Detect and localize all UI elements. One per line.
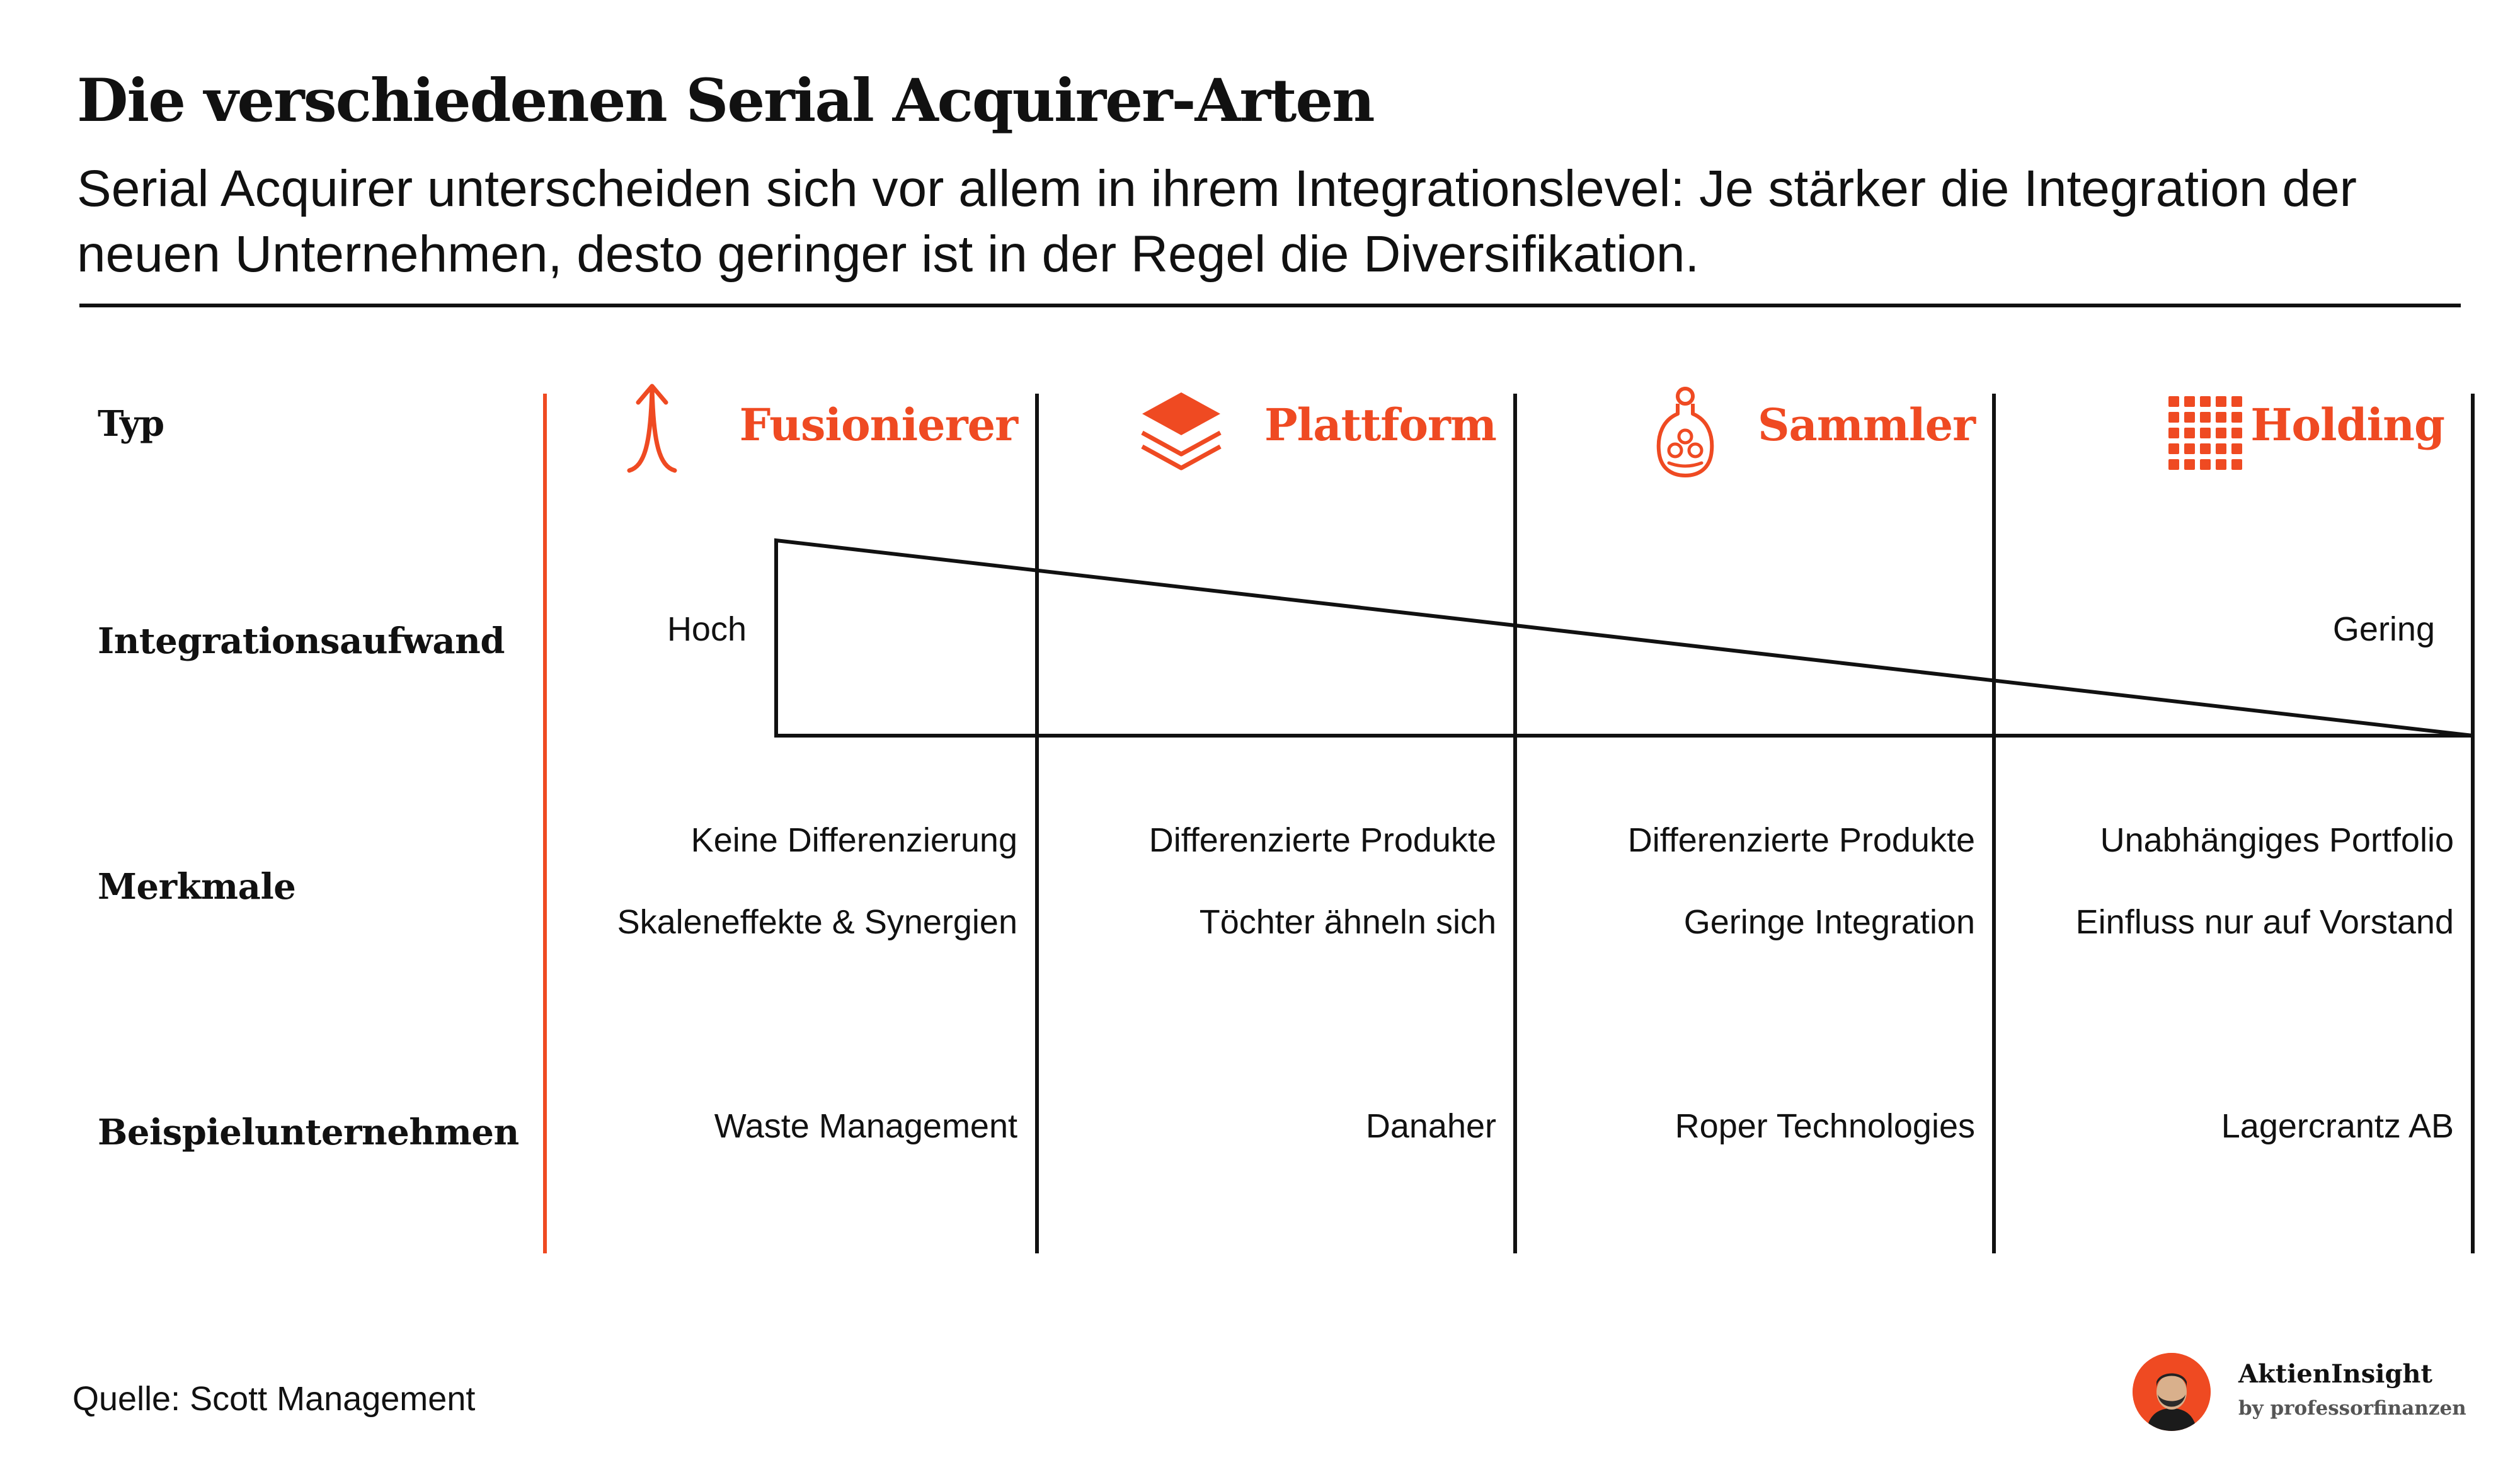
merkmal-holding-1: Unabhängiges Portfolio [2100,821,2454,859]
page-subtitle: Serial Acquirer unterscheiden sich vor a… [77,160,2357,283]
merkmal-fusionierer-1: Keine Differenzierung [690,821,1017,859]
merkmal-plattform-1: Differenzierte Produkte [1148,821,1496,859]
column-header-sammler: Sammler [1654,381,1976,485]
merkmal-sammler-1: Differenzierte Produkte [1627,821,1975,859]
column-title: Sammler [1757,399,1976,451]
row-label-merkmale: Merkmale [98,866,296,908]
layers-icon [1137,381,1225,479]
column-title: Fusionierer [739,399,1018,451]
column-title: Holding [2250,399,2445,451]
column-title: Plattform [1264,399,1497,451]
upward-arrow-icon [627,381,677,479]
merkmal-sammler-2: Geringe Integration [1683,903,1975,941]
source-note: Quelle: Scott Management [72,1380,476,1418]
row-label-typ: Typ [98,403,164,445]
column-header-plattform: Plattform [1137,381,1497,482]
column-header-holding: Holding [2167,381,2445,482]
merkmal-holding-2: Einfluss nur auf Vorstand [2075,903,2454,941]
header-divider [79,304,2461,307]
column-header-fusionierer: Fusionierer [627,381,1018,482]
brand-name: AktienInsight [2238,1359,2432,1389]
brand-byline: by professorfinanzen [2238,1397,2466,1420]
integration-high-label: Hoch [667,610,747,648]
beispiel-plattform: Danaher [1365,1107,1496,1145]
row-label-beispiele: Beispielunternehmen [98,1112,519,1153]
merkmal-fusionierer-2: Skaleneffekte & Synergien [617,903,1017,941]
integration-wedge [774,538,2473,738]
avatar [2133,1353,2211,1431]
beispiel-holding: Lagercrantz AB [2221,1107,2454,1145]
dot-grid-icon [2167,395,2243,474]
row-label-integration: Integrationsaufwand [98,620,505,662]
page-title: Die verschiedenen Serial Acquirer-Arten [77,66,1375,135]
collector-jar-icon [1654,381,1717,485]
beispiel-sammler: Roper Technologies [1675,1107,1975,1145]
brand-badge: AktienInsight by professorfinanzen [2133,1348,2485,1436]
integration-low-label: Gering [2332,610,2435,648]
merkmal-plattform-2: Töchter ähneln sich [1199,903,1496,941]
beispiel-fusionierer: Waste Management [714,1107,1017,1145]
